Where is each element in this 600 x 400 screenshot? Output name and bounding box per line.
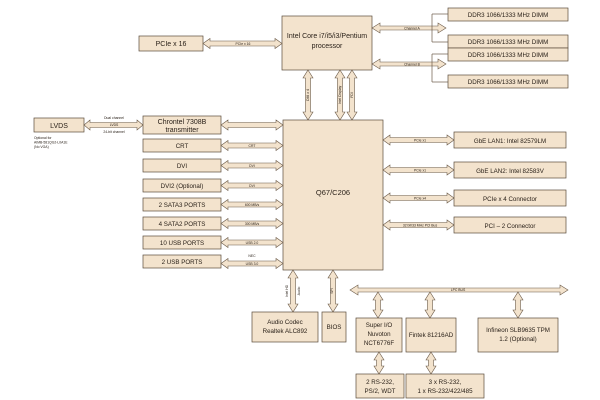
dimm-label-1: DDR3 1066/1333 MHz DIMM — [468, 12, 548, 19]
tpm-label-2: 1.2 (Optional) — [499, 336, 537, 343]
audio-bus-1: Intel HD — [285, 284, 289, 297]
fintek-label: Fintek 81216AD — [409, 332, 454, 339]
dmi-label: DMI x 4 — [306, 89, 310, 101]
pch-box — [282, 119, 384, 271]
chrontel-label-1: Chrontel 7308B — [158, 119, 207, 126]
right-item-pci: 32 bit/33 MHz PCI Bus PCI – 2 Connector — [382, 216, 567, 234]
tpm-drop — [512, 291, 524, 319]
tpm-box — [477, 317, 559, 353]
rs232a-label-1: 2 RS-232, — [366, 379, 394, 386]
channel-b-label: Channel B — [404, 63, 421, 67]
lvds-note-1: Optional for — [34, 136, 52, 140]
right-item-pcie4: PCIe x4 PCIe x 4 Connector — [382, 189, 567, 207]
bios-bus: SPI — [330, 288, 334, 294]
superio-out-arrow — [373, 351, 385, 375]
left-box-label: CRT — [176, 143, 189, 150]
lvds-note-3: (No VGA) — [34, 145, 49, 149]
left-bus-label: USB 3.0 — [246, 262, 259, 266]
superio-drop — [372, 291, 384, 319]
audio-label-2: Realtek ALC892 — [263, 328, 308, 335]
left-box-label: 10 USB PORTS — [160, 240, 204, 247]
lpc-bus-arrow — [349, 284, 569, 296]
pch-label: Q67/C206 — [316, 188, 350, 197]
left-box-label: DVI — [177, 163, 188, 170]
rs232a-box — [355, 373, 405, 399]
right-box-label: PCI – 2 Connector — [485, 223, 536, 230]
right-bus-label: PCIe x4 — [414, 197, 426, 201]
dimm-box-4 — [447, 74, 569, 89]
rs232b-box — [405, 373, 485, 399]
right-box-label: GbE LAN2: Intel 82583V — [476, 168, 545, 175]
chrontel-label-2: transmitter — [165, 127, 199, 134]
left-box-label: 2 SATA3 PORTS — [159, 202, 206, 209]
lvds-bus-3: 24-bit channel — [103, 130, 125, 134]
left-item-crt: CRT CRT — [142, 138, 284, 153]
fdi-label: Intel Display — [338, 85, 342, 104]
left-item-dvi: DVI DVI — [142, 158, 284, 173]
dimm-box-3 — [447, 47, 569, 62]
rs232b-label-1: 3 x RS-232, — [429, 379, 462, 386]
right-box-label: GbE LAN1: Intel 82579LM — [474, 138, 546, 145]
dimm-label-4: DDR3 1066/1333 MHz DIMM — [468, 79, 548, 86]
left-bus-label: CRT — [249, 144, 256, 148]
cpu-label-line1: Intel Core i7/i5/i3/Pentium — [287, 33, 367, 40]
audio-box — [251, 311, 319, 343]
left-box-label: 4 SATA2 PORTS — [159, 221, 206, 228]
right-item-lan2: PCIe x1 GbE LAN2: Intel 82583V — [382, 161, 567, 179]
left-bus-label: 300 MB/s — [245, 222, 260, 226]
pcie16-arrow — [202, 37, 283, 50]
left-item-sata3: 2 SATA3 PORTS 600 MB/s — [142, 197, 284, 212]
left-bus-label: DVI — [249, 164, 255, 168]
dimm-box-1 — [447, 7, 569, 22]
channel-b-arrow — [371, 58, 447, 70]
fintek-drop — [424, 291, 436, 319]
left-box-label: 2 USB PORTS — [162, 259, 203, 266]
left-item-usb3: 2 USB PORTS NEC USB 3.0 — [142, 254, 284, 270]
rs232a-label-2: PS/2, WDT — [365, 388, 396, 395]
bios-label: BIOS — [327, 324, 342, 331]
left-box-label: DVI2 (Optional) — [161, 183, 204, 190]
left-bus-label: 600 MB/s — [245, 203, 260, 207]
channel-a-label: Channel A — [404, 27, 420, 31]
superio-label-3: NCT6776F — [364, 340, 394, 347]
superio-label-1: Super I/O — [366, 322, 393, 329]
pcie16-bus-label: PCIe x 16 — [236, 42, 251, 46]
right-item-lan1: PCIe x1 GbE LAN1: Intel 82579LM — [382, 131, 567, 149]
lvds-label: LVDS — [50, 123, 68, 130]
left-bus-label: USB 2.0 — [246, 241, 259, 245]
bios-box — [321, 311, 347, 343]
right-bus-label: PCIe x1 — [414, 139, 426, 143]
lvds-bus-2: LVDS — [110, 123, 119, 127]
left-bus-label-2: NEC — [248, 254, 256, 258]
lpc-label: LPC BUS — [451, 288, 466, 292]
left-item-usb2: 10 USB PORTS USB 2.0 — [142, 235, 284, 250]
fintek-out-arrow — [425, 351, 437, 375]
dimm-label-2: DDR3 1066/1333 MHz DIMM — [468, 39, 548, 46]
fintek-box — [405, 317, 457, 353]
lvds-note-2: AIMB-581QG2-L0A1E — [34, 141, 68, 145]
dimm-label-3: DDR3 1066/1333 MHz DIMM — [468, 52, 548, 59]
audio-bus-2: Audio — [297, 287, 301, 296]
cpu-box — [281, 15, 373, 71]
pcie16-label: PCIe x 16 — [156, 41, 187, 48]
left-item-dvi2: DVI2 (Optional) DVI — [142, 178, 284, 193]
fdi2-label: FDI — [350, 92, 354, 98]
tpm-label-1: Infineon SLB9635 TPM — [486, 327, 550, 334]
channel-a-arrow — [371, 22, 447, 34]
left-item-sata2: 4 SATA2 PORTS 300 MB/s — [142, 216, 284, 231]
right-bus-label: 32 bit/33 MHz PCI Bus — [403, 224, 438, 228]
right-box-label: PCIe x 4 Connector — [483, 196, 537, 203]
superio-label-2: Nuvoton — [367, 331, 391, 338]
lvds-bus-1: Dual channel — [104, 116, 124, 120]
rs232b-label-2: 1 x RS-232/422/485 — [417, 388, 473, 395]
audio-label-1: Audio Codec — [267, 319, 302, 326]
left-bus-label: DVI — [249, 184, 255, 188]
right-bus-label: PCIe x1 — [414, 169, 426, 173]
cpu-label-line2: processor — [312, 43, 343, 50]
chrontel-arrow — [220, 119, 284, 131]
